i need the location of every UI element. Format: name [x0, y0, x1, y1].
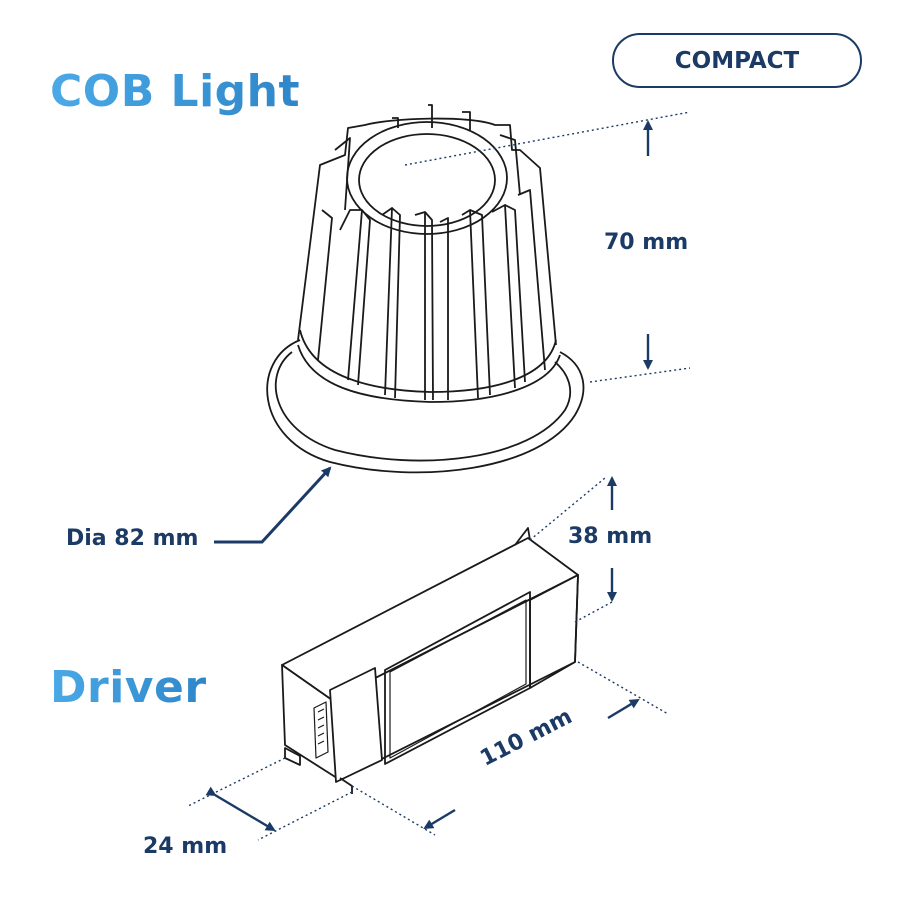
cob-light-flange [266, 339, 585, 474]
arrow-left-110 [423, 808, 456, 830]
dimension-70mm-lines [404, 111, 691, 383]
arrow-24 [205, 786, 276, 832]
dimension-label-70mm: 70 mm [604, 230, 689, 255]
compact-badge: COMPACT [612, 33, 862, 88]
driver-title: Driver [50, 662, 207, 713]
dimension-label-diameter: Dia 82 mm [66, 526, 199, 551]
cob-light-fins [317, 134, 546, 401]
dimension-diameter-leader [214, 466, 332, 544]
driver-dimension-lines [187, 476, 669, 841]
driver-terminal-block [329, 667, 383, 783]
cob-light-body [297, 117, 557, 346]
cob-light-title: COB Light [50, 66, 301, 117]
dimension-label-24mm: 24 mm [143, 834, 228, 859]
driver-illustration [281, 527, 579, 794]
dimension-label-38mm: 38 mm [568, 524, 653, 549]
arrow-right-110 [607, 698, 640, 720]
cob-light-illustration [266, 104, 585, 474]
cob-light-opening [346, 121, 508, 235]
